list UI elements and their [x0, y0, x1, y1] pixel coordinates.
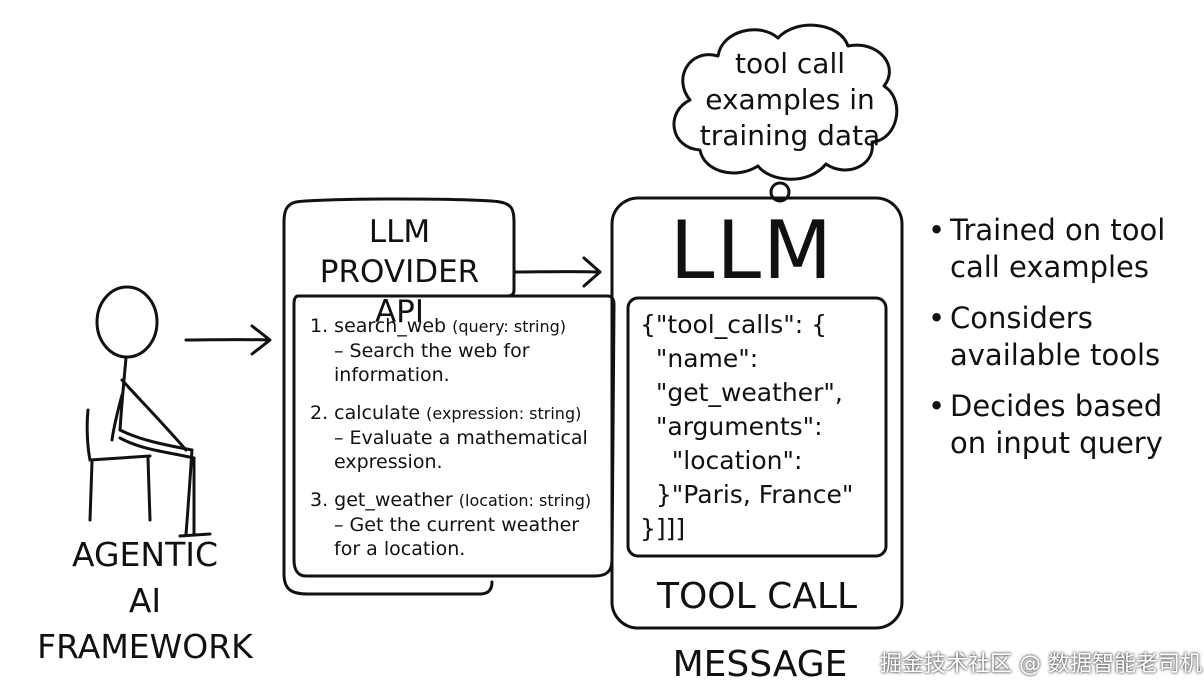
tool-call-code: {"tool_calls": { "name": "get_weather", … [640, 308, 885, 546]
tool-description: – Get the current weather for a location… [334, 514, 580, 560]
thought-cloud-icon [672, 23, 899, 181]
code-line: "name": [640, 344, 759, 373]
code-line: }"Paris, France" [640, 480, 854, 509]
llm-traits-list: Trained on tool call examples Considers … [928, 212, 1198, 476]
code-line: }]]] [640, 514, 686, 543]
stick-figure-icon [95, 285, 212, 538]
tool-item-get-weather: 3. get_weather (location: string) – Get … [310, 488, 600, 561]
tool-signature: 1. search_web [310, 315, 447, 337]
api-title-line-2: API [374, 294, 425, 330]
tool-call-caption-line-2: MESSAGE [672, 644, 848, 685]
api-title-line-1: LLM PROVIDER [319, 214, 480, 290]
tool-signature: 2. calculate [310, 402, 421, 424]
tool-signature: 3. get_weather [310, 489, 453, 511]
tool-item-calculate: 2. calculate (expression: string) – Eval… [310, 401, 600, 474]
cloud-line-3: training data [699, 119, 881, 152]
tool-list: 1. search_web (query: string) – Search t… [310, 314, 600, 575]
tool-description: – Evaluate a mathematical expression. [334, 427, 588, 473]
tool-args: (expression: string) [426, 404, 582, 423]
arrow-to-api-icon [184, 324, 272, 356]
api-box-title: LLM PROVIDER API [292, 212, 507, 332]
agentic-label-line-1: AGENTIC [71, 535, 219, 574]
trait-item: Decides based on input query [928, 388, 1198, 462]
thought-bubble-small-icon [769, 181, 791, 203]
cloud-line-2: examples in [705, 83, 875, 116]
trait-item: Trained on tool call examples [928, 212, 1198, 286]
tool-call-caption-line-1: TOOL CALL [656, 576, 858, 617]
chair-icon [85, 408, 152, 522]
arrow-to-llm-icon [512, 256, 602, 288]
code-line: "arguments": [640, 412, 823, 441]
api-box-frame [282, 197, 516, 596]
llm-box-frame [610, 196, 904, 630]
trait-item: Considers available tools [928, 300, 1198, 374]
agentic-label-line-2: AI FRAMEWORK [37, 581, 253, 666]
watermark: 掘金技术社区 @ 数据智能老司机 [880, 652, 1202, 677]
code-line: {"tool_calls": { [640, 310, 827, 339]
thought-cloud-text: tool call examples in training data [690, 46, 890, 154]
tool-args: (location: string) [458, 491, 592, 510]
tool-description: – Search the web for information. [334, 340, 530, 386]
agentic-framework-label: AGENTIC AI FRAMEWORK [20, 532, 270, 670]
code-box-frame [626, 296, 888, 558]
llm-title: LLM [669, 204, 835, 297]
code-line: "get_weather", [640, 378, 843, 407]
tool-item-search-web: 1. search_web (query: string) – Search t… [310, 314, 600, 387]
code-line: "location": [640, 446, 803, 475]
cloud-line-1: tool call [734, 47, 846, 80]
tool-args: (query: string) [452, 317, 567, 336]
